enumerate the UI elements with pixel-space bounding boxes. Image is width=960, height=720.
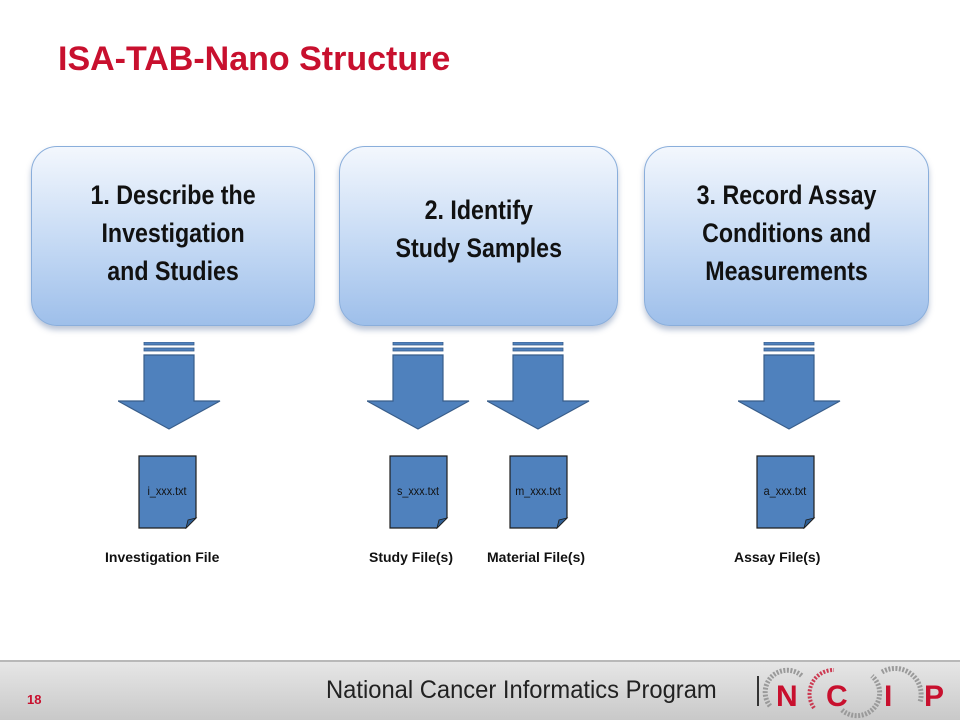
investigation-file-icon: i_xxx.txt: [138, 455, 200, 530]
material-file-label: Material File(s): [487, 549, 586, 565]
down-arrow-icon: [367, 342, 470, 430]
step-text: 1. Describe the Investigation and Studie…: [90, 180, 256, 286]
slide-title: ISA-TAB-Nano Structure: [58, 40, 451, 78]
down-arrow-icon: [487, 342, 590, 430]
assay-file-icon: a_xxx.txt: [756, 455, 818, 530]
file-name: m_xxx.txt: [515, 484, 561, 498]
ncip-logo-icon: N C I P: [762, 665, 944, 719]
step-text: 3. Record Assay Conditions and Measureme…: [696, 180, 877, 286]
material-file-icon: m_xxx.txt: [509, 455, 571, 530]
file-name: i_xxx.txt: [147, 484, 187, 498]
logo-letter-c: C: [826, 680, 848, 713]
logo-letter-i: I: [884, 680, 892, 713]
step-box-describe-investigation: 1. Describe the Investigation and Studie…: [31, 146, 315, 326]
step-text: 2. Identify Study Samples: [395, 195, 562, 263]
investigation-file-label: Investigation File: [105, 549, 220, 565]
file-name: a_xxx.txt: [763, 484, 807, 498]
study-file-icon: s_xxx.txt: [389, 455, 451, 530]
footer-bar: [0, 660, 960, 720]
down-arrow-icon: [118, 342, 221, 430]
step-box-identify-samples: 2. Identify Study Samples: [339, 146, 618, 326]
page-number: 18: [27, 692, 42, 707]
organization-name: National Cancer Informatics Program: [326, 676, 717, 704]
footer-divider: [757, 676, 759, 706]
logo-letter-n: N: [776, 680, 798, 713]
down-arrow-icon: [738, 342, 841, 430]
file-name: s_xxx.txt: [396, 484, 440, 498]
assay-file-label: Assay File(s): [734, 549, 821, 565]
study-file-label: Study File(s): [369, 549, 454, 565]
logo-letter-p: P: [924, 680, 944, 713]
step-box-record-assay: 3. Record Assay Conditions and Measureme…: [644, 146, 929, 326]
